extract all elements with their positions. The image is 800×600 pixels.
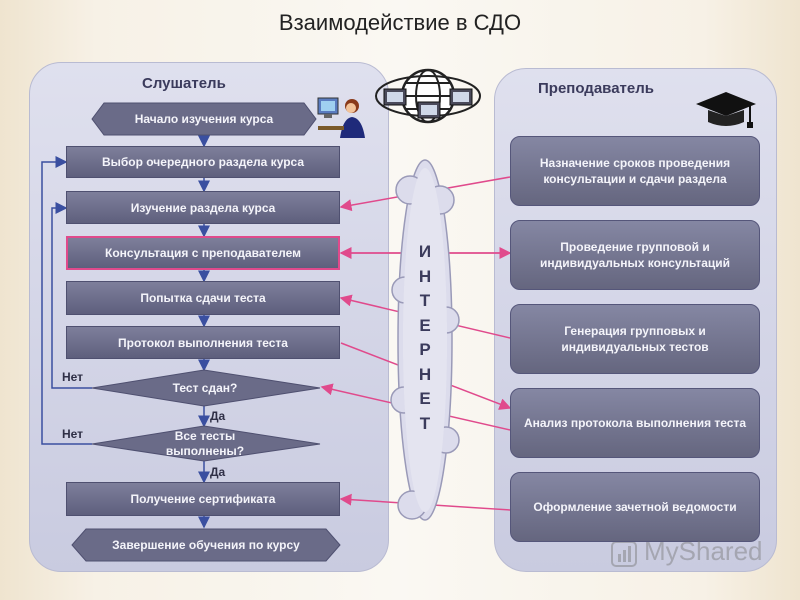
decision-test-passed-shape — [91, 369, 321, 407]
task-schedule: Назначение сроков проведения консультаци… — [510, 136, 760, 206]
network-globe-icon — [375, 68, 481, 124]
step-certificate: Получение сертификата — [66, 482, 340, 516]
start-shape — [91, 102, 317, 136]
watermark: MyShared — [644, 536, 763, 566]
step-test-attempt: Попытка сдачи теста — [66, 281, 340, 315]
task-test-generation: Генерация групповых и индивидуальных тес… — [510, 304, 760, 374]
label-yes-1: Да — [210, 409, 226, 423]
decision-all-tests-done: Все тесты выполнены? — [165, 429, 245, 458]
loop-back-no2 — [41, 156, 92, 445]
graduation-cap-icon — [696, 92, 756, 128]
label-yes-2: Да — [210, 465, 226, 479]
internet-letter: Т — [419, 291, 431, 310]
step-test-protocol: Протокол выполнения теста — [66, 326, 340, 359]
label-no-1: Нет — [62, 370, 84, 384]
internet-letter: Р — [419, 340, 431, 359]
listener-title: Слушатель — [142, 75, 226, 92]
task-consultations: Проведение групповой и индивидуальных ко… — [510, 220, 760, 290]
task-gradebook: Оформление зачетной ведомости — [510, 472, 760, 542]
label-no-2: Нет — [62, 427, 84, 441]
internet-letter: Т — [419, 413, 431, 433]
task-protocol-analysis: Анализ протокола выполнения теста — [510, 388, 760, 458]
internet-cloud — [390, 159, 460, 521]
step-consultation: Консультация с преподавателем — [66, 236, 340, 270]
user-at-computer-icon — [317, 97, 365, 138]
internet-letter: И — [418, 242, 432, 261]
internet-letter: Е — [419, 389, 431, 408]
decision-all-tests-shape — [91, 425, 321, 462]
internet-label: И Н Т Е Р Н Е Т — [405, 240, 445, 436]
decision-test-passed: Тест сдан? — [172, 381, 238, 395]
slide-title: Взаимодействие в СДО — [278, 10, 522, 35]
step-start: Начало изучения курса — [134, 112, 274, 126]
internet-letter: Н — [418, 364, 432, 384]
internet-letter: Н — [418, 266, 432, 286]
watermark-logo-icon — [611, 541, 637, 567]
step-select-section: Выбор очередного раздела курса — [66, 146, 340, 178]
end-shape — [71, 528, 341, 562]
internet-letter: Е — [419, 315, 431, 335]
loop-back-no1 — [51, 202, 92, 389]
step-study-section: Изучение раздела курса — [66, 191, 340, 224]
teacher-title: Преподаватель — [538, 80, 654, 97]
step-finish: Завершение обучения по курсу — [112, 538, 300, 552]
